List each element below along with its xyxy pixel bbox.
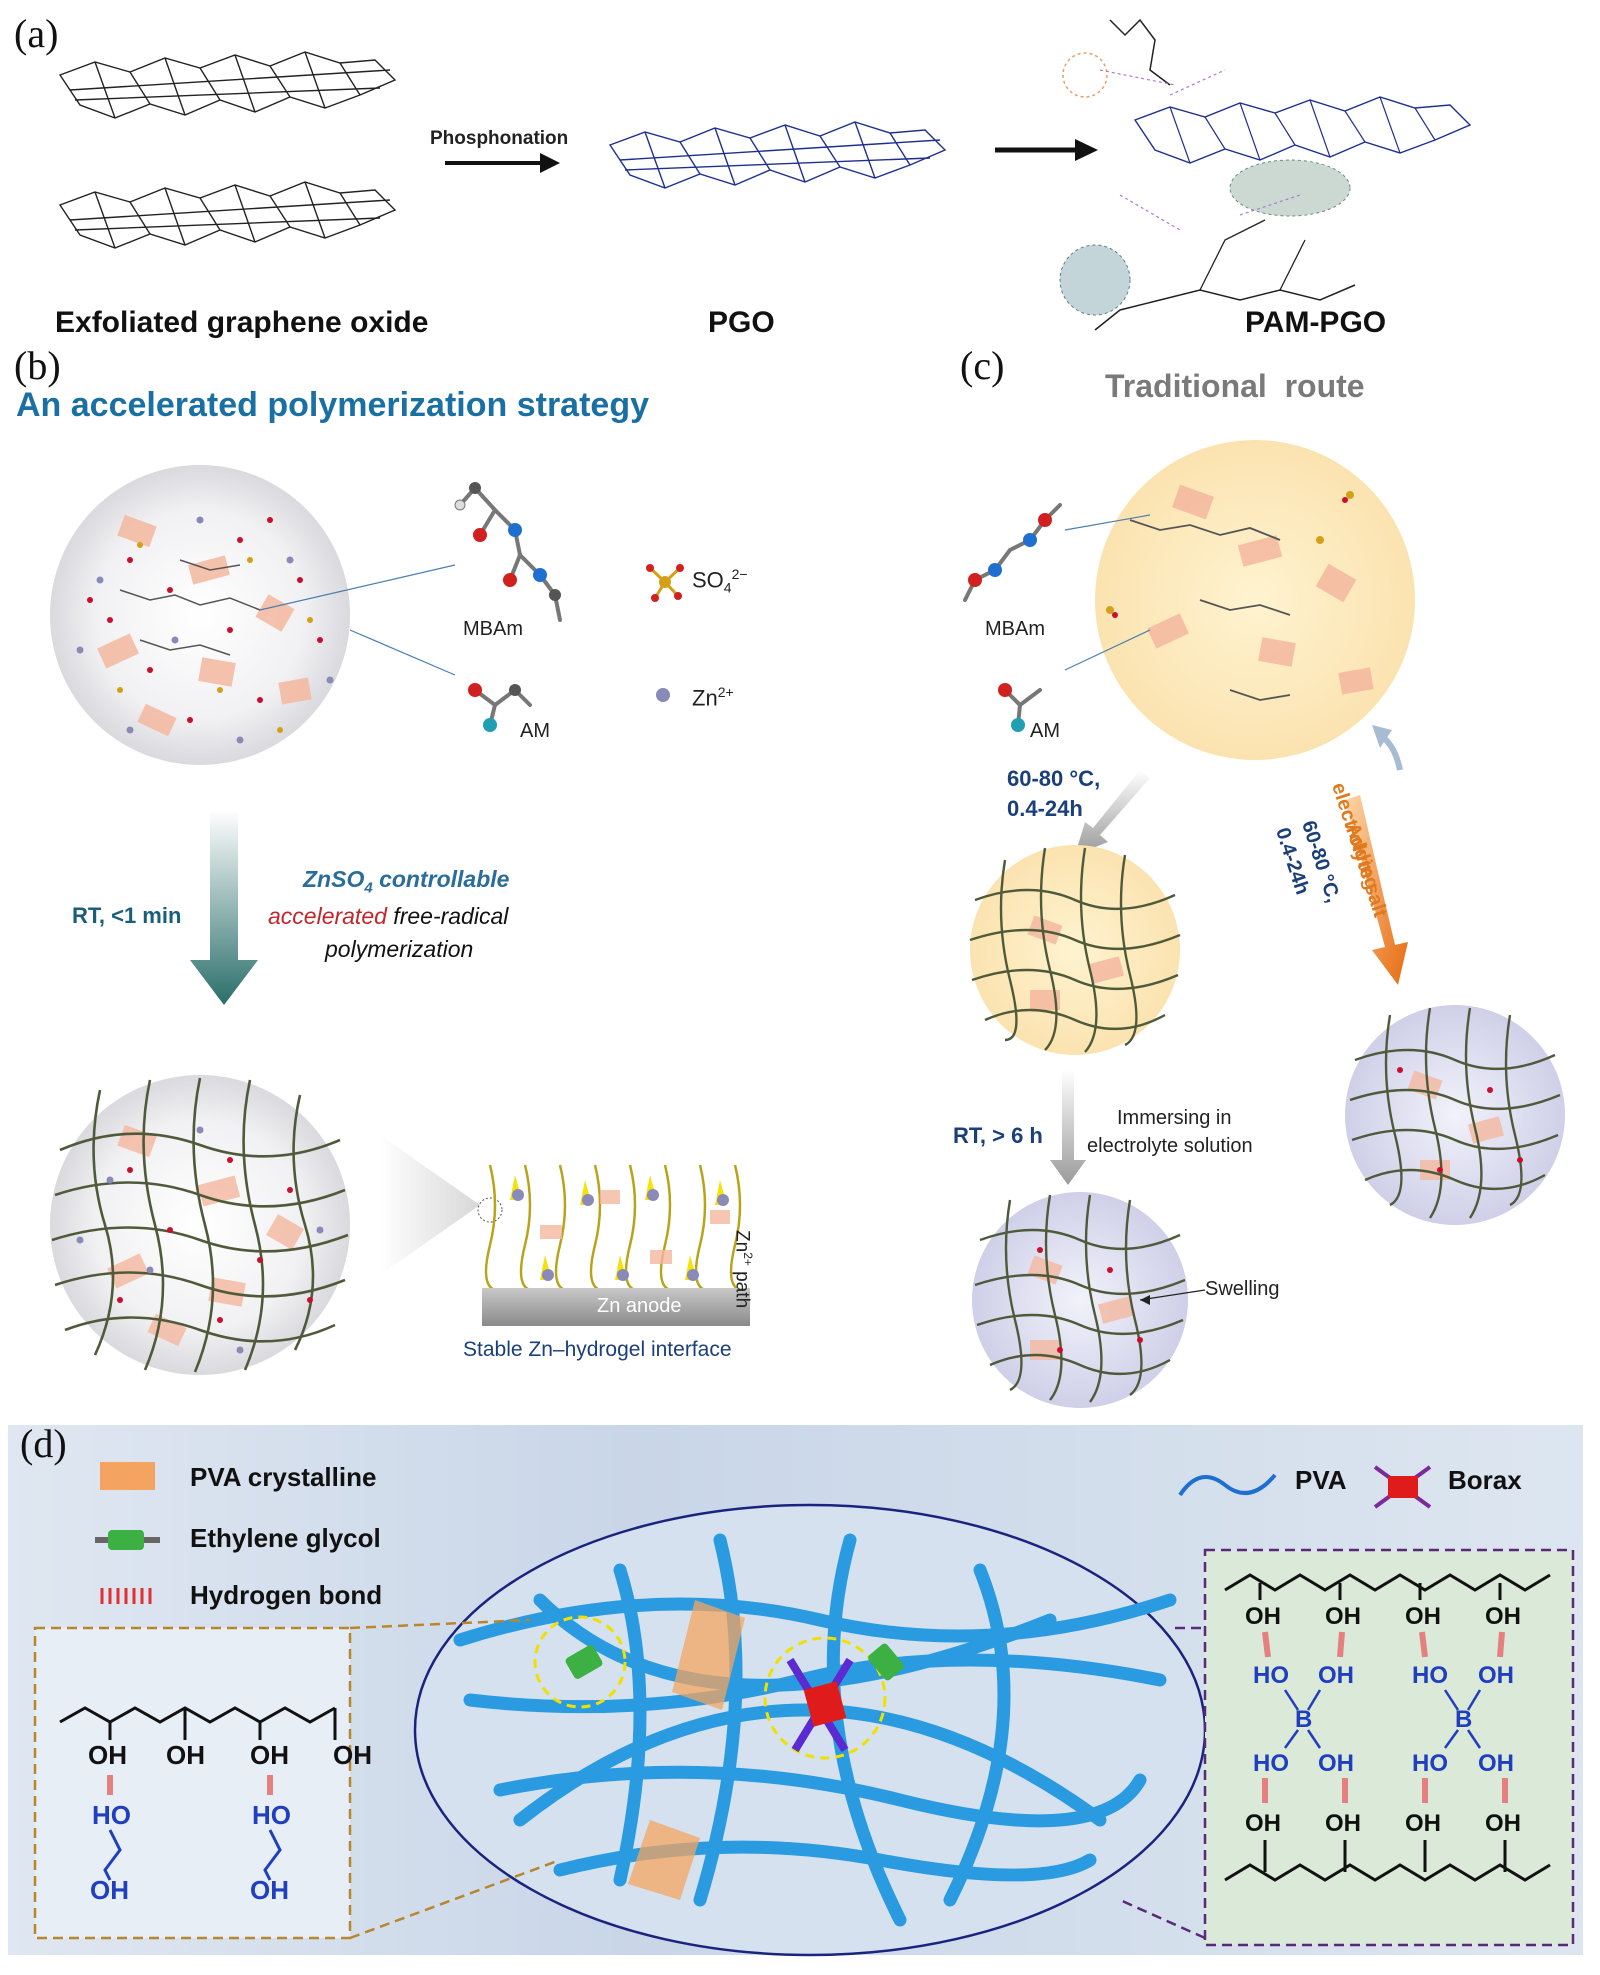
immersing-line1: Immersing in [1117, 1107, 1232, 1129]
cond2-label: RT, > 6 h [953, 1123, 1043, 1148]
panel-letter-a: (a) [14, 11, 59, 56]
oh-right-5: OH [1318, 1662, 1354, 1689]
salt-gel-circle [1345, 1005, 1565, 1225]
panel-b-graphics [50, 440, 1565, 1408]
zn-ion-icon [656, 688, 670, 702]
heat-arrow [1075, 770, 1150, 855]
oh-right-6: OH [1478, 1662, 1514, 1689]
eg-bond-inset [33, 1626, 352, 1940]
oh-right-4: OH [1485, 1603, 1521, 1630]
swollen-gel-circle [972, 1192, 1188, 1408]
phosphonation-arrow [445, 153, 560, 173]
ho-right-3: HO [1253, 1750, 1289, 1777]
label-pam-pgo: PAM-PGO [1245, 306, 1387, 339]
ho-left-1: HO [92, 1800, 131, 1830]
desc-line-1: ZnSO4 controllable [303, 866, 510, 897]
oh-left-6: OH [250, 1875, 289, 1905]
swelling-label: Swelling [1205, 1278, 1280, 1300]
pgo-sheet [608, 121, 947, 189]
immersing-line2: electrolyte solution [1087, 1135, 1253, 1157]
hydrogel-network-circle [50, 1075, 350, 1375]
ho-right-2: HO [1412, 1662, 1448, 1689]
oh-left-2: OH [166, 1740, 205, 1770]
panel-b-title: An accelerated polymerization strategy [16, 386, 650, 424]
ho-right-4: HO [1412, 1750, 1448, 1777]
panel-letter-d: (d) [20, 1421, 67, 1466]
label-pgo: PGO [708, 306, 775, 339]
gel-network-circle [969, 845, 1181, 1055]
zn-hydrogel-interface [482, 1164, 750, 1326]
pva-crystalline-swatch [100, 1462, 155, 1490]
graphene-oxide-sheet-top [58, 51, 397, 119]
cond1-line2: 0.4-24h [1007, 796, 1083, 821]
desc-line-2: accelerated free-radical [268, 903, 509, 929]
so4-icon [646, 564, 684, 602]
reaction-arrow [995, 139, 1098, 161]
mbam-label-c: MBAm [985, 618, 1045, 640]
ho-left-2: HO [252, 1800, 291, 1830]
boron-1: B [1295, 1706, 1313, 1733]
adding-salt-arrow [1345, 795, 1408, 985]
cond1-line1: 60-80 °C, [1007, 766, 1101, 791]
accelerated-arrow [190, 810, 258, 1005]
am-label: AM [520, 720, 550, 742]
condition-rt-1min: RT, <1 min [72, 903, 182, 928]
ethylene-glycol-icon [95, 1530, 160, 1550]
pam-pgo-structure [1059, 18, 1472, 331]
oh-right-7: OH [1318, 1750, 1354, 1777]
zn-anode-label: Zn anode [597, 1295, 682, 1317]
oh-left-3: OH [250, 1740, 289, 1770]
interface-label: Stable Zn–hydrogel interface [463, 1338, 732, 1361]
zoom-cone [380, 1135, 480, 1275]
oh-right-8: OH [1478, 1750, 1514, 1777]
oh-right-1: OH [1245, 1603, 1281, 1630]
oh-left-4: OH [333, 1740, 372, 1770]
oh-right-12: OH [1485, 1810, 1521, 1837]
legend-hydrogen-bond: Hydrogen bond [190, 1580, 383, 1610]
oh-right-10: OH [1325, 1810, 1361, 1837]
desc-line-3: polymerization [325, 936, 474, 962]
so4-label: SO42− [692, 566, 748, 596]
legend-ethylene-glycol: Ethylene glycol [190, 1523, 381, 1553]
am-label-c: AM [1030, 720, 1060, 742]
panel-a-graphics [58, 18, 1472, 331]
zn-anode-bar [482, 1288, 750, 1326]
panel-c-title: Traditional route [1105, 368, 1365, 404]
mbam-label: MBAm [463, 618, 523, 640]
borax-marker [786, 1657, 854, 1753]
oh-left-5: OH [90, 1875, 129, 1905]
borax-icon [1373, 1465, 1432, 1509]
phosphonation-label: Phosphonation [430, 128, 569, 149]
zn-label: Zn2+ [692, 684, 734, 711]
oh-left-1: OH [88, 1740, 127, 1770]
legend-pva-crystalline: PVA crystalline [190, 1462, 377, 1492]
legend-borax: Borax [1448, 1465, 1522, 1495]
panel-letter-b: (b) [14, 343, 61, 388]
ho-right-1: HO [1253, 1662, 1289, 1689]
graphene-oxide-sheet-bottom [58, 181, 397, 249]
ethylene-glycol-marker [565, 1643, 904, 1681]
oh-right-2: OH [1325, 1603, 1361, 1630]
traditional-precursor-circle [1095, 440, 1415, 760]
label-exfoliated-graphene-oxide: Exfoliated graphene oxide [55, 306, 429, 339]
borax-bond-inset [1203, 1548, 1575, 1947]
precursor-solution-circle [50, 465, 350, 765]
oh-right-11: OH [1405, 1810, 1441, 1837]
oh-right-9: OH [1245, 1810, 1281, 1837]
immersing-arrow [1050, 1070, 1086, 1185]
legend-pva: PVA [1295, 1465, 1347, 1495]
oh-right-3: OH [1405, 1603, 1441, 1630]
hydrogen-bond-icon [100, 1588, 152, 1604]
panel-letter-c: (c) [960, 343, 1005, 388]
pva-wave-icon [1178, 1473, 1277, 1497]
boron-2: B [1455, 1706, 1473, 1733]
